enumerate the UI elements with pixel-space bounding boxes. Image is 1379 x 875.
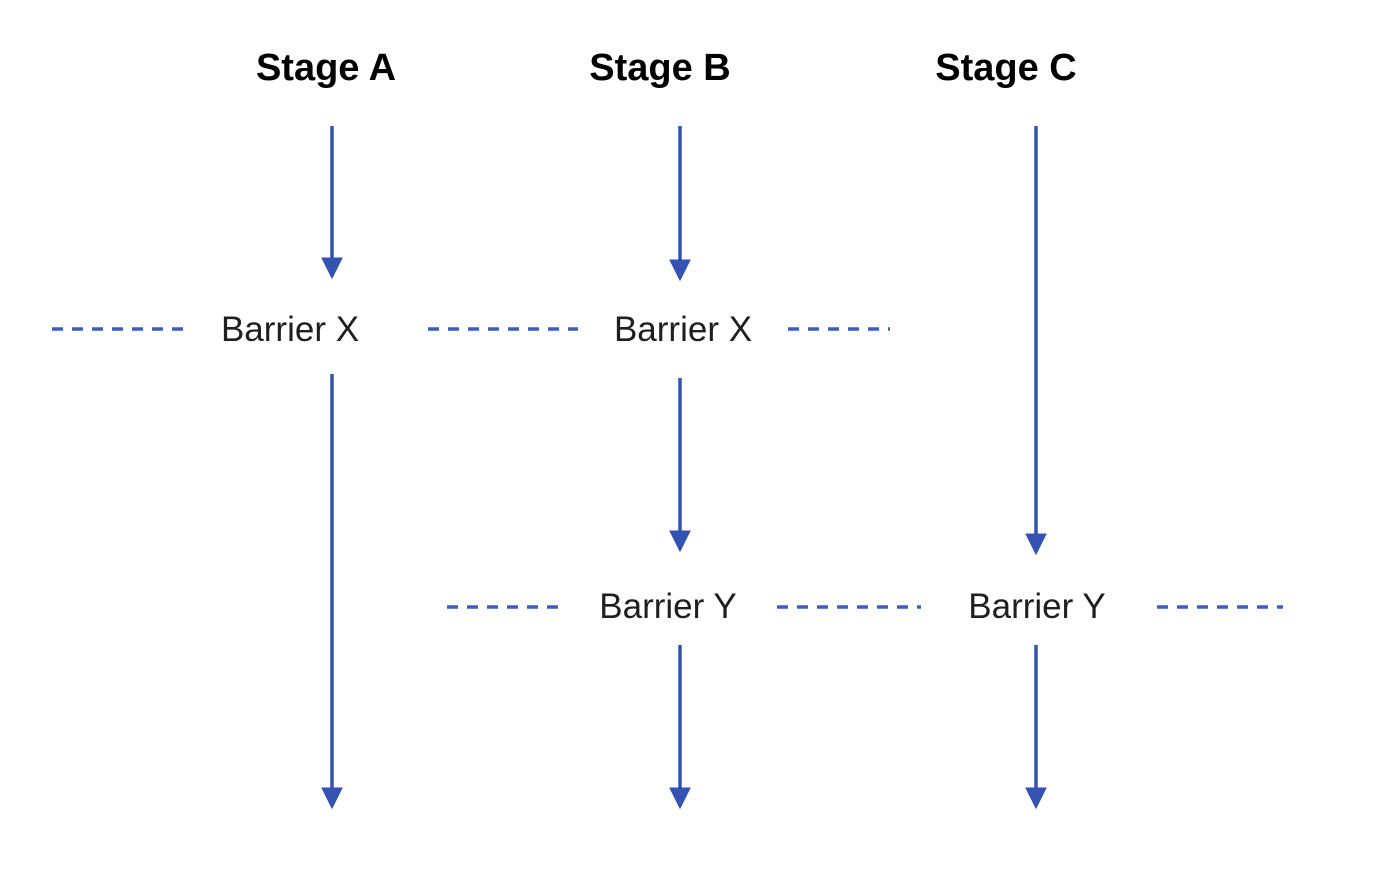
barrier-y-label-stage-c: Barrier Y [968, 585, 1106, 629]
barrier-y-label-stage-b: Barrier Y [599, 585, 737, 629]
barrier-x-label-stage-a: Barrier X [220, 308, 360, 352]
stage-b-title: Stage B [589, 47, 731, 89]
stage-a-title: Stage A [255, 47, 397, 89]
stage-c-title: Stage C [935, 47, 1077, 89]
barrier-x-label-stage-b: Barrier X [613, 308, 753, 352]
